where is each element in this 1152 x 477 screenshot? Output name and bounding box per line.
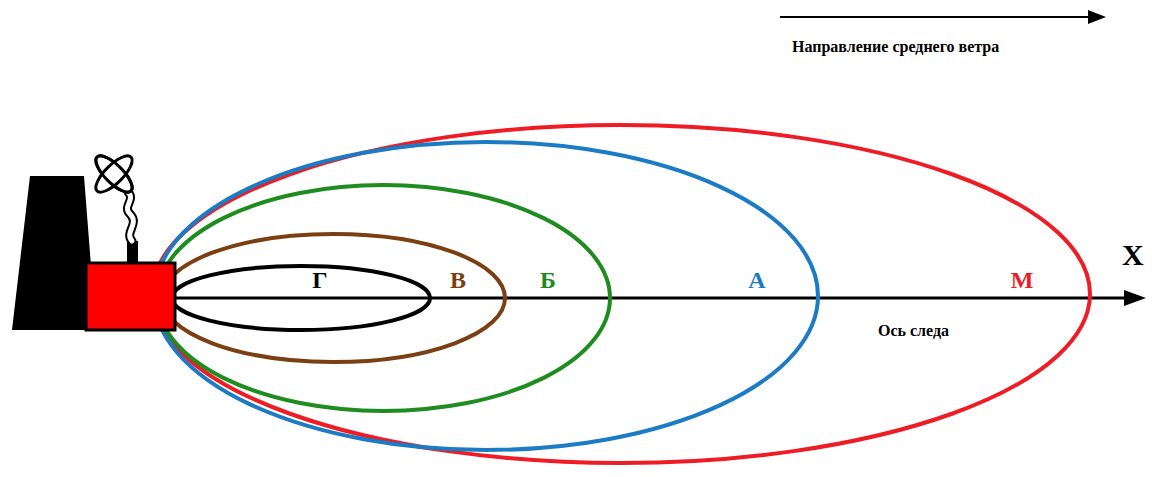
zone-ellipse: МАБВГ bbox=[150, 123, 1092, 465]
zone-outline bbox=[152, 140, 820, 452]
zone-boundary bbox=[172, 266, 430, 330]
zone-boundary bbox=[162, 234, 505, 362]
zone-ellipse: ВГ bbox=[160, 232, 507, 364]
radiation-sign bbox=[91, 151, 138, 198]
zone-letter: В bbox=[450, 268, 466, 292]
plant-illustration bbox=[0, 0, 200, 340]
axis-label: Направление среднего ветра bbox=[792, 38, 999, 56]
zone-boundary bbox=[152, 125, 1090, 463]
trace-axis bbox=[175, 297, 1128, 300]
zone-boundary bbox=[154, 142, 818, 450]
reactor-building bbox=[86, 263, 175, 330]
zone-outline bbox=[160, 232, 507, 364]
smoke bbox=[127, 192, 133, 241]
wind-arrow-line bbox=[780, 16, 1090, 18]
zone-outline bbox=[155, 183, 612, 413]
zone-letter: М bbox=[1011, 268, 1034, 292]
zone-letter: Б bbox=[540, 268, 556, 292]
wind-arrow-head bbox=[1088, 10, 1106, 24]
smoke bbox=[127, 192, 133, 241]
zone-ellipse: Г bbox=[170, 264, 432, 332]
zone-outline bbox=[150, 123, 1092, 465]
axis-label: Ось следа bbox=[878, 322, 949, 340]
zone-outline bbox=[170, 264, 432, 332]
zone-letter: Г bbox=[312, 268, 327, 292]
zone-boundary bbox=[157, 185, 610, 411]
zone-letter: А bbox=[748, 268, 765, 292]
cooling-tower bbox=[12, 176, 96, 330]
zone-ellipse: АБВГ bbox=[152, 140, 820, 452]
zone-ellipse: БВГ bbox=[155, 183, 612, 413]
trace-axis-head bbox=[1124, 290, 1146, 306]
axis-label: X bbox=[1122, 238, 1144, 271]
